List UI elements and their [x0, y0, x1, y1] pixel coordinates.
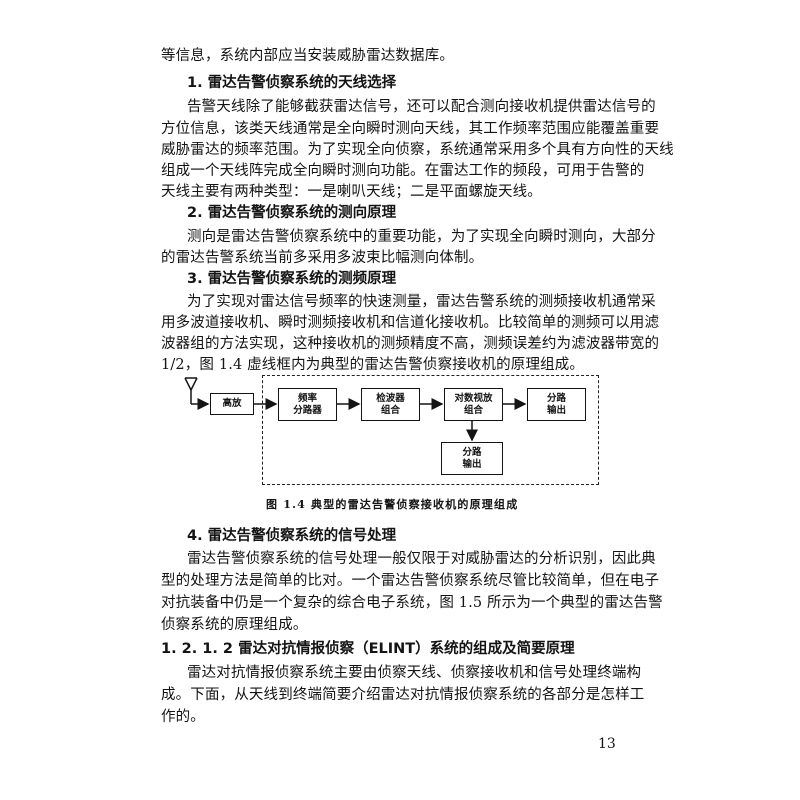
receiver-dashed-frame: [262, 375, 599, 485]
block-label: 分路: [546, 392, 566, 404]
text-line: 等信息，系统内部应当安装威胁雷达数据库。: [161, 48, 454, 64]
section-heading-direction: 2. 雷达告警侦察系统的测向原理: [187, 205, 397, 221]
text-line: 雷达对抗情报侦察系统主要由侦察天线、侦察接收机和信号处理终端构: [187, 665, 642, 681]
text-line: 告警天线除了能够截获雷达信号，还可以配合测向接收机提供雷达信号的: [187, 99, 656, 115]
block-label: 输出: [546, 404, 566, 416]
block-label: 高放: [222, 398, 242, 409]
text-line: 为了实现对雷达信号频率的快速测量，雷达告警系统的测频接收机通常采: [187, 294, 656, 310]
text-line: 用多波道接收机、瞬时测频接收机和信道化接收机。比较简单的测频可以用滤: [161, 315, 660, 331]
section-heading-frequency: 3. 雷达告警侦察系统的测频原理: [187, 271, 397, 287]
page-number: 13: [598, 736, 616, 752]
block-label: 频率: [297, 392, 317, 404]
text-line: 雷达告警侦察系统的信号处理一般仅限于对威胁雷达的分析识别，因此典: [187, 551, 656, 567]
text-line: 成。下面，从天线到终端简要介绍雷达对抗情报侦察系统的各部分是怎样工: [161, 687, 645, 703]
amplifier-block: 高放: [210, 393, 254, 415]
text-line: 组成一个天线阵完成全向瞬时测向功能。在雷达工作的频段，可用于告警的: [161, 163, 645, 179]
text-line: 型的处理方法是简单的比对。一个雷达告警侦察系统尽管比较简单，但在电子: [161, 573, 660, 589]
block-label: 组合: [380, 404, 400, 416]
text-line: 威胁雷达的频率范围。为了实现全向侦察，系统通常采用多个具有方向性的天线: [161, 142, 674, 158]
log-video-amp-block: 对数视放 组合: [444, 388, 503, 421]
section-heading-antenna: 1. 雷达告警侦察系统的天线选择: [187, 75, 397, 91]
text-line: 1/2，图 1.4 虚线框内为典型的雷达告警侦察接收机的原理组成。: [161, 357, 585, 373]
text-line: 作的。: [161, 709, 205, 725]
detector-block: 检波器 组合: [361, 388, 420, 421]
text-line: 对抗装备中仍是一个复杂的综合电子系统，图 1.5 所示为一个典型的雷达告警: [161, 595, 663, 611]
block-label: 输出: [462, 458, 482, 470]
block-label: 分路器: [293, 404, 322, 416]
block-label: 对数视放: [454, 392, 493, 404]
output-bottom-block: 分路 输出: [441, 442, 503, 475]
block-label: 检波器: [376, 392, 405, 404]
text-line: 天线主要有两种类型：一是喇叭天线；二是平面螺旋天线。: [161, 184, 542, 200]
section-heading-signal-processing: 4. 雷达告警侦察系统的信号处理: [187, 528, 397, 544]
text-line: 侦察系统的原理组成。: [161, 617, 308, 633]
frequency-splitter-block: 频率 分路器: [278, 388, 337, 421]
text-line: 波器组的方法实现，这种接收机的测频精度不高，测频误差约为滤波器带宽的: [161, 336, 660, 352]
figure-caption: 图 1.4 典型的雷达告警侦察接收机的原理组成: [266, 498, 519, 511]
text-line: 测向是雷达告警侦察系统中的重要功能，为了实现全向瞬时测向，大部分: [187, 229, 656, 245]
block-label: 组合: [463, 404, 483, 416]
subsection-heading-elint: 1. 2. 1. 2 雷达对抗情报侦察（ELINT）系统的组成及简要原理: [161, 641, 575, 657]
output-right-block: 分路 输出: [527, 388, 586, 421]
antenna-icon: [184, 377, 210, 410]
text-line: 的雷达告警系统当前多采用多波束比幅测向体制。: [161, 250, 484, 266]
text-line: 方位信息，该类天线通常是全向瞬时测向天线，其工作频率范围应能覆盖重要: [161, 121, 660, 137]
block-label: 分路: [462, 446, 482, 458]
